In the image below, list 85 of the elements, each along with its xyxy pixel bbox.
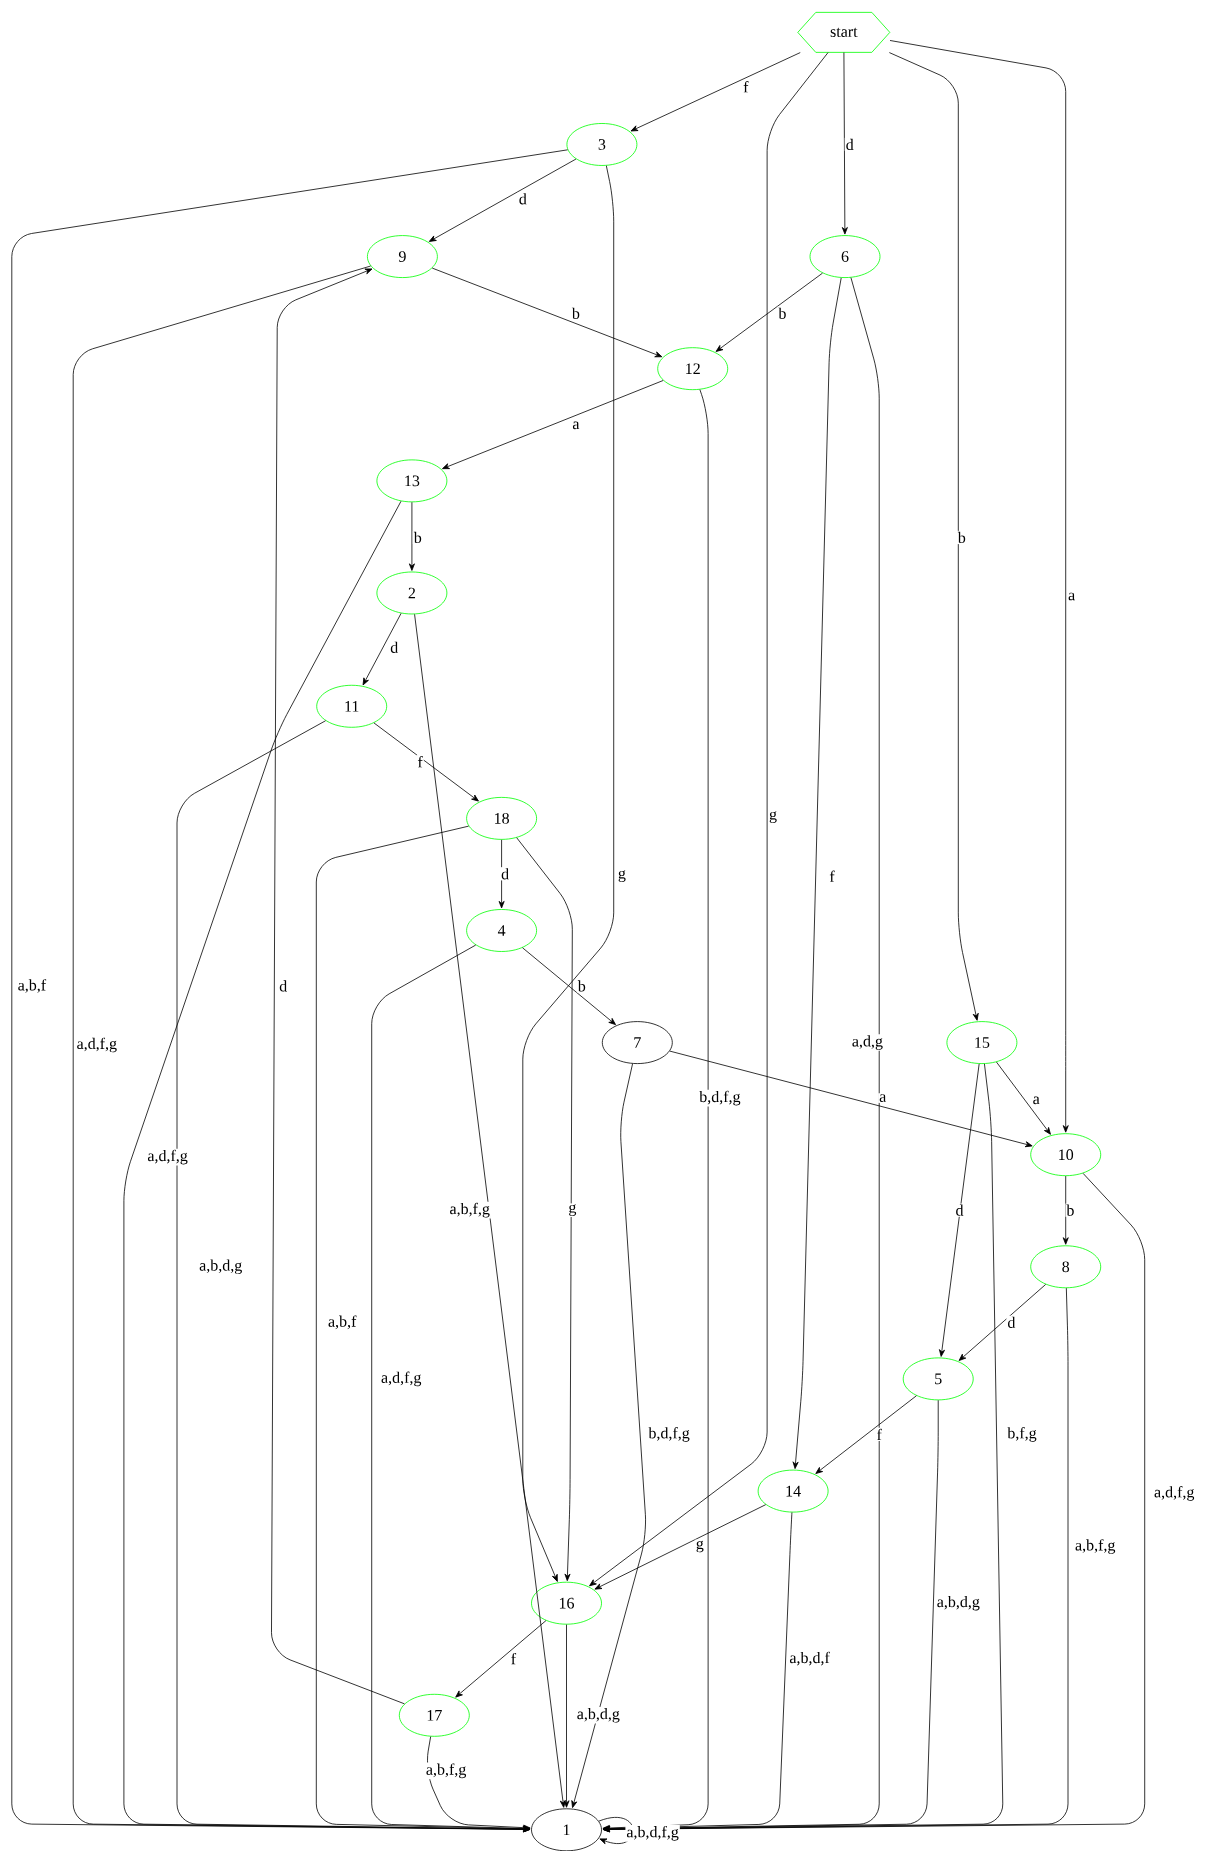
- edge-label: a,b,d,g: [198, 1258, 244, 1276]
- edge-label: a,d,f,g: [146, 1148, 189, 1166]
- edge-label: a,d,f,g: [75, 1036, 118, 1054]
- arrow: [563, 1624, 570, 1808]
- arrow: [498, 839, 505, 909]
- edge-label: d: [517, 192, 528, 206]
- edge-label: a,b,f: [16, 978, 48, 994]
- arrow: [123, 500, 531, 1833]
- arrow: [841, 52, 848, 235]
- start-hexagon: start: [797, 11, 891, 53]
- edge-label: a,d,f,g: [380, 1370, 423, 1388]
- edge-label: a,b,f,g: [424, 1762, 468, 1780]
- edge-label: a,d,f,g: [1153, 1485, 1196, 1502]
- arrow: [516, 837, 573, 1582]
- edge-label: f: [509, 1651, 518, 1666]
- arrow: [408, 501, 415, 571]
- arrow: [602, 1172, 1146, 1833]
- arrow: [792, 277, 842, 1469]
- edge-label: b,f,g: [1006, 1426, 1038, 1443]
- edge-label: b: [777, 306, 788, 320]
- edge-label: f: [875, 1427, 883, 1442]
- arrow: [939, 1063, 980, 1357]
- edge-label: a,b,d,g: [575, 1707, 621, 1724]
- edge-label: a,b,f,g: [1074, 1538, 1117, 1555]
- arrow: [996, 1061, 1051, 1135]
- edge-label: b: [956, 530, 967, 545]
- arrow: [271, 268, 405, 1705]
- arrow: [589, 52, 829, 1587]
- edge-label: d: [278, 979, 289, 993]
- edge-label: a,b,f,g: [448, 1201, 491, 1219]
- arrow: [371, 944, 531, 1832]
- edge-label: b,d,f,g: [647, 1426, 691, 1443]
- arrow: [1062, 1175, 1069, 1245]
- edge-label: b: [570, 306, 581, 320]
- arrow: [427, 1736, 531, 1831]
- edge-label: f: [416, 755, 424, 769]
- arrow: [522, 165, 615, 1582]
- edge-label: a: [1031, 1095, 1041, 1106]
- arrow: [602, 389, 709, 1831]
- arrow: [602, 1512, 793, 1832]
- arrow: [669, 1050, 1033, 1148]
- arrow: [315, 825, 531, 1832]
- edge-label: d: [1006, 1315, 1017, 1329]
- edge-label: d: [500, 867, 511, 881]
- edge-label: a,b,f: [327, 1314, 358, 1331]
- arrow: [958, 1284, 1047, 1361]
- arrow: [373, 722, 479, 802]
- edge-label: g: [694, 1539, 705, 1554]
- arrow: [431, 267, 663, 358]
- edge-label: a,d,g: [850, 1034, 884, 1051]
- edge-label: b: [412, 530, 423, 545]
- edge-label: g: [567, 1203, 578, 1217]
- arrow: [602, 1399, 939, 1833]
- arrow: [571, 1063, 646, 1808]
- edge-label: a,b,d,f: [788, 1650, 831, 1667]
- edge-label: a: [878, 1093, 888, 1103]
- edge-label: d: [954, 1203, 965, 1217]
- arrow: [442, 380, 664, 470]
- arrow: [11, 149, 569, 1833]
- edge-label: f: [742, 80, 750, 94]
- edge-label: f: [828, 869, 836, 883]
- edge-label: b: [1065, 1203, 1076, 1217]
- arrow: [888, 52, 979, 1021]
- arrow: [594, 1504, 767, 1590]
- arrow: [889, 40, 1069, 1133]
- edge-label: g: [768, 810, 778, 824]
- edge-label: g: [616, 869, 627, 883]
- edge-label: b,d,f,g: [698, 1089, 742, 1107]
- edge-label: d: [389, 640, 400, 654]
- edge-label: a: [1067, 591, 1077, 602]
- arrow: [602, 1287, 1069, 1833]
- arrow: [362, 612, 402, 686]
- arrow: [630, 52, 801, 132]
- arrow: [522, 947, 616, 1025]
- edge-label: a,b,d,g: [935, 1594, 981, 1612]
- arrow: [715, 272, 823, 352]
- arrow: [455, 1620, 547, 1698]
- arrow: [815, 1395, 917, 1474]
- edge-label: a: [571, 420, 581, 431]
- arrow: [428, 158, 577, 242]
- edge-label: b: [576, 979, 587, 993]
- edge-label: a,b,d,f,g: [625, 1824, 680, 1842]
- edge-label: d: [844, 137, 855, 152]
- arrow: [414, 613, 566, 1808]
- arrow: [176, 720, 531, 1833]
